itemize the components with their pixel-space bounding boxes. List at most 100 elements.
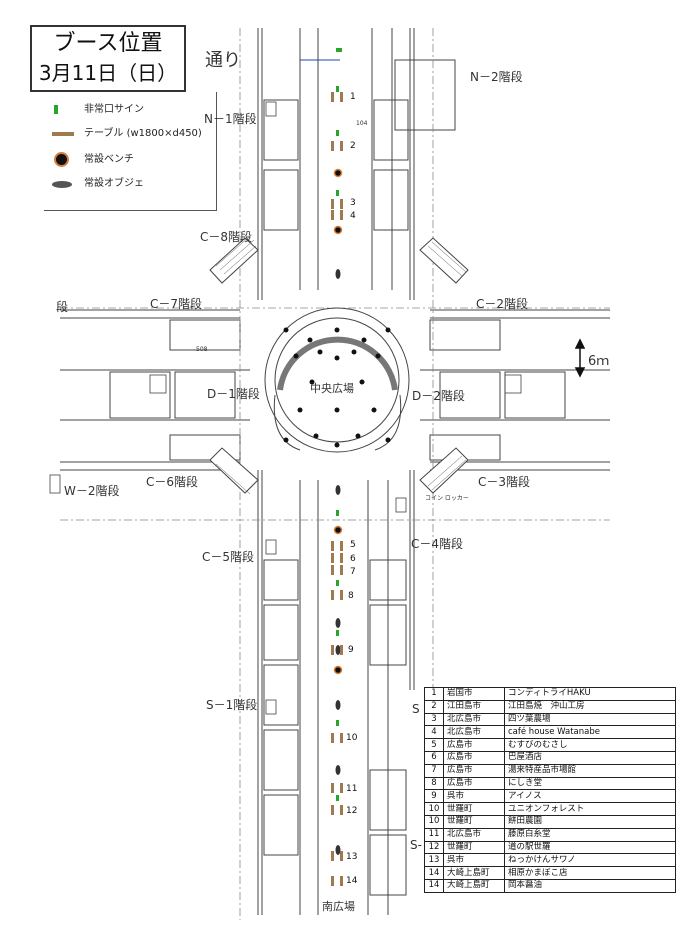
vendor-name: 餅田農園 <box>504 814 676 829</box>
vendor-city: 大崎上島町 <box>443 866 505 880</box>
vendor-number: 1 <box>424 687 444 701</box>
exit-sign-icon <box>54 105 58 114</box>
room-104-label: 104 <box>356 120 368 127</box>
central-plaza <box>264 307 410 453</box>
exit-signs <box>336 48 342 801</box>
vendor-name: 湯来特産品市場館 <box>504 763 676 778</box>
booth-number: 13 <box>346 852 358 862</box>
vendor-name: 江田島焼 沖山工房 <box>504 699 676 714</box>
vendor-city: 世羅町 <box>443 814 505 829</box>
stair-c8: C－8階段 <box>200 230 253 244</box>
booth-tables <box>331 92 343 886</box>
vendor-number: 3 <box>424 712 444 727</box>
vendor-city: 広島市 <box>443 750 505 765</box>
stair-c2: C－2階段 <box>476 297 529 311</box>
vendor-name: 巴屋酒店 <box>504 750 676 765</box>
stair-n2: N－2階段 <box>470 70 523 84</box>
width-label: 6ｍ <box>588 354 610 369</box>
vendor-number: 12 <box>424 840 444 855</box>
vendor-name: 道の駅世羅 <box>504 840 676 855</box>
vendor-name: むすびのむさし <box>504 738 676 752</box>
vendor-number: 2 <box>424 699 444 714</box>
title-line1: ブース位置 <box>53 31 163 56</box>
small-stairs <box>49 101 522 715</box>
vendor-number: 14 <box>424 866 444 880</box>
vendor-city: 大崎上島町 <box>443 878 505 893</box>
legend: 非常口サイン テーブル (w1800×d450) 常設ベンチ 常設オブジェ <box>44 92 217 211</box>
booth-number: 1 <box>350 92 356 102</box>
vendor-number: 5 <box>424 738 444 752</box>
booth-number: 9 <box>348 645 354 655</box>
booth-number: 6 <box>350 554 356 564</box>
vendor-number: 11 <box>424 827 444 842</box>
stair-s1: S－1階段 <box>206 698 258 712</box>
s-mark: S <box>412 702 420 716</box>
vendor-city: 北広島市 <box>443 712 505 727</box>
vendor-city: 世羅町 <box>443 802 505 816</box>
plaza-bollards <box>283 327 391 448</box>
booth-number: 5 <box>350 540 356 550</box>
vendor-name: 相原かまぼこ店 <box>504 866 676 880</box>
stair-dan: 段 <box>56 300 69 314</box>
south-plaza-label: 南広場 <box>322 900 355 913</box>
coin-locker-label: コイン ロッカー <box>425 495 469 502</box>
diagonal-stairs <box>209 237 469 494</box>
stair-c3: C－3階段 <box>478 475 531 489</box>
booth-number: 3 <box>350 198 356 208</box>
stair-d1: D－1階段 <box>207 387 260 401</box>
stair-c6: C－6階段 <box>146 475 199 489</box>
benches <box>333 168 343 675</box>
stair-c5: C－5階段 <box>202 550 255 564</box>
stair-d2: D－2階段 <box>412 389 465 403</box>
vendor-city: 世羅町 <box>443 840 505 855</box>
objects <box>335 269 341 855</box>
vendor-name: ユニオンフォレスト <box>504 802 676 816</box>
legend-label: 常設ベンチ <box>84 154 134 165</box>
vendor-city: 岩国市 <box>443 687 505 701</box>
booth-number: 7 <box>350 567 356 577</box>
legend-label: 非常口サイン <box>84 104 144 115</box>
stair-c7: C－7階段 <box>150 297 203 311</box>
object-icon <box>52 181 72 188</box>
stair-hatching <box>215 235 467 495</box>
vendor-city: 広島市 <box>443 776 505 791</box>
booth-number: 2 <box>350 141 356 151</box>
bench-icon <box>56 154 67 165</box>
vendor-number: 13 <box>424 853 444 868</box>
vendor-name: 藤原白糸堂 <box>504 827 676 842</box>
street-label: 通り <box>205 50 241 71</box>
vendor-name: café house Watanabe <box>504 725 676 740</box>
vendor-number: 10 <box>424 814 444 829</box>
vendor-city: 呉市 <box>443 853 505 868</box>
booth-number: 10 <box>346 733 358 743</box>
booth-number: 12 <box>346 806 358 816</box>
stair-w2: W－2階段 <box>64 484 120 498</box>
title-box: ブース位置 3月11日（日） <box>30 25 186 92</box>
vendor-number: 4 <box>424 725 444 740</box>
vendor-number: 14 <box>424 878 444 893</box>
booth-number: 14 <box>346 876 358 886</box>
vendor-name: コンディトライHAKU <box>504 687 676 701</box>
legend-label: 常設オブジェ <box>84 178 144 189</box>
vendor-city: 広島市 <box>443 763 505 778</box>
vendor-name: アイノス <box>504 789 676 804</box>
legend-label: テーブル (w1800×d450) <box>84 128 202 139</box>
vendor-name: 四ツ葉農場 <box>504 712 676 727</box>
booth-number: 11 <box>346 784 358 794</box>
vendor-name: ねっかけんサワノ <box>504 853 676 868</box>
vendor-city: 広島市 <box>443 738 505 752</box>
